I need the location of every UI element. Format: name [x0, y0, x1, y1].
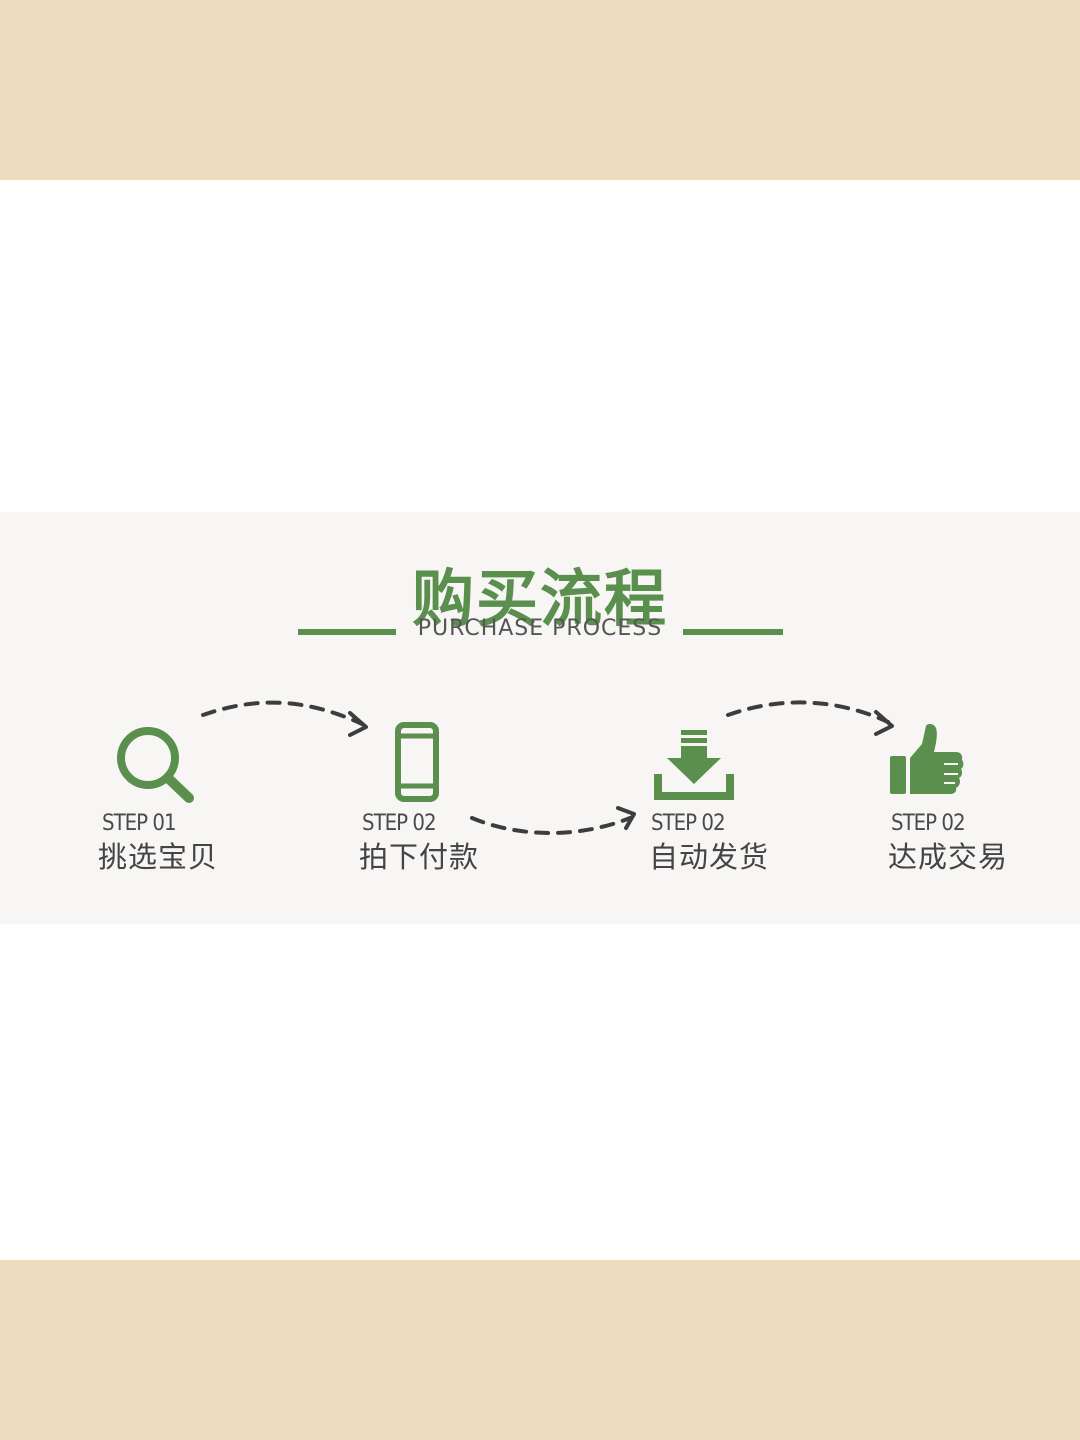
process-panel [0, 512, 1080, 924]
step-2-number: STEP 02 [362, 811, 437, 836]
top-band [0, 0, 1080, 180]
process-title: 购买流程 [411, 562, 668, 635]
bottom-band [0, 1260, 1080, 1440]
step-3-label: 自动发货 [649, 840, 770, 874]
step-4-label: 达成交易 [888, 840, 1009, 874]
step-3-number: STEP 02 [651, 811, 726, 836]
process-subtitle: PURCHASE PROCESS [417, 616, 663, 641]
step-2-label: 拍下付款 [359, 840, 480, 874]
step-1-label: 挑选宝贝 [98, 840, 219, 874]
subtitle-line-left [298, 629, 396, 635]
smartphone-icon [394, 722, 440, 802]
step-1-number: STEP 01 [102, 811, 177, 836]
thumbs-up-icon [888, 722, 964, 796]
step-4-number: STEP 02 [891, 811, 966, 836]
download-tray-icon [654, 728, 734, 802]
subtitle-row: PURCHASE PROCESS [0, 614, 1080, 650]
magnifier-icon [112, 724, 196, 804]
subtitle-line-right [683, 629, 783, 635]
